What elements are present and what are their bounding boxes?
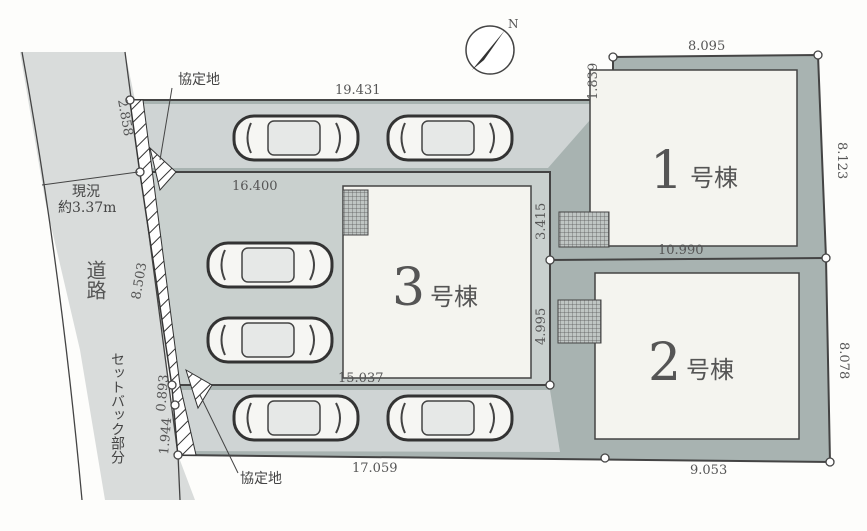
parking-car (386, 394, 514, 442)
building-1 (589, 69, 798, 247)
lot1-lot2-border (549, 257, 827, 261)
parking-car (206, 316, 334, 364)
dim-lot-border: 10.990 (658, 243, 704, 258)
dim-top-north: 19.431 (335, 83, 381, 98)
dim-lot3-east-lower: 4.995 (534, 308, 549, 345)
setback-hatch (129, 99, 197, 456)
road-label: 道路 (83, 260, 107, 300)
survey-points (125, 50, 835, 467)
dim-west-bottom-a: 1.944 (157, 417, 175, 455)
building-3 (342, 185, 532, 379)
setback-label: セットバック部分 (109, 352, 125, 465)
dim-south-east: 9.053 (690, 463, 727, 478)
agreement-land-label: 協定地 (240, 471, 282, 487)
dim-small-step: 1.839 (586, 63, 601, 100)
road-edge-line (21, 51, 83, 501)
road-area (20, 52, 195, 500)
agreement-land-label: 協定地 (178, 72, 220, 88)
north-compass-icon: N (465, 17, 519, 75)
dim-east-lot2: 8.078 (836, 342, 851, 379)
entrance-porch (558, 211, 610, 248)
current-road-width-value: 約3.37m (58, 200, 116, 216)
agreement-land-hatch-bottom (185, 368, 213, 410)
parking-car (386, 114, 514, 162)
dim-south-west: 17.059 (352, 461, 398, 476)
building-2 (594, 272, 800, 440)
dim-lot3-top: 16.400 (232, 179, 278, 194)
parking-car (232, 114, 360, 162)
dim-lot3-bottom: 15.037 (338, 371, 384, 386)
dim-east-lot1: 8.123 (834, 142, 849, 179)
building-3-number: 3 (392, 258, 425, 318)
north-label: N (508, 17, 519, 31)
entrance-porch (342, 189, 369, 236)
dim-top-lot1: 8.095 (688, 39, 725, 54)
entrance-porch (557, 299, 602, 344)
dim-lot3-east-upper: 3.415 (534, 203, 549, 240)
building-1-number: 1 (650, 141, 683, 201)
current-road-width-label: 現況 (72, 184, 100, 200)
building-3-suffix: 号棟 (430, 283, 478, 311)
parking-car (206, 241, 334, 289)
dim-west-bottom-b: 0.893 (154, 374, 172, 412)
dim-west-top: 2.858 (114, 98, 135, 137)
building-1-suffix: 号棟 (690, 164, 738, 192)
agreement-land-hatch-top (149, 146, 177, 192)
parking-car (232, 394, 360, 442)
building-2-suffix: 号棟 (686, 356, 734, 384)
dim-west-middle: 8.503 (129, 261, 150, 300)
building-2-number: 2 (648, 333, 681, 393)
